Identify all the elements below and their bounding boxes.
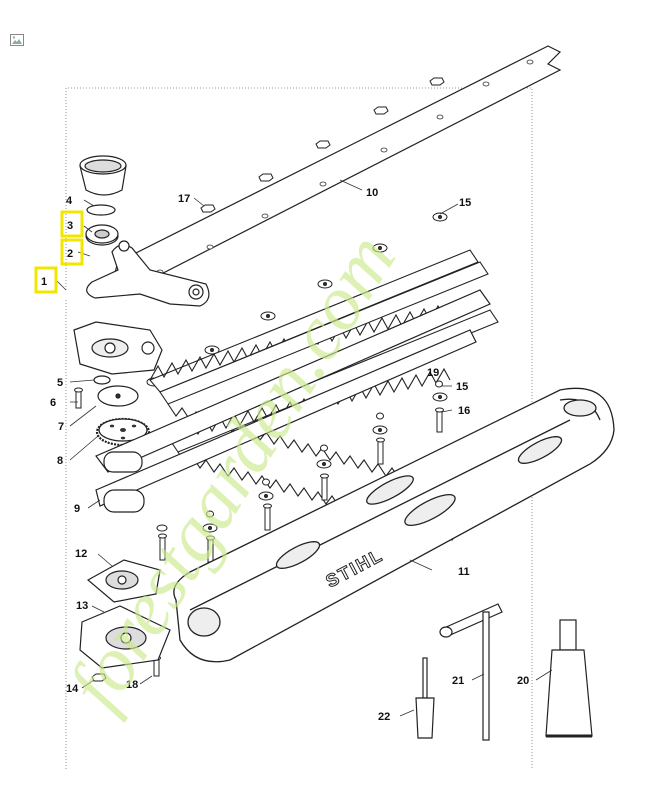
part-label-18: 18 [126,679,138,691]
part-label-7: 7 [58,421,64,433]
part-label-21: 21 [452,675,464,687]
ball-bearing [85,224,130,252]
cup-part [79,155,127,196]
highlight-boxes [34,210,84,294]
t-wrench [439,603,503,741]
gearbox-cover [86,559,161,603]
lower-housing [79,605,171,669]
lock-nut [91,673,107,682]
guide-plate [95,289,491,513]
retaining-ring [86,204,116,216]
grease-tube [545,619,593,738]
part-label-20: 20 [517,675,529,687]
small-washers [146,212,448,533]
part-label-10: 10 [366,187,378,199]
part-label-9: 9 [74,503,80,515]
part-label-3: 3 [67,220,73,232]
part-label-15: 15 [456,381,468,393]
part-label-5: 5 [57,377,63,389]
part-label-6: 6 [50,397,56,409]
part-label-22: 22 [378,711,390,723]
part-label-19: 19 [427,367,439,379]
hex-nuts [200,77,445,213]
part-label-16: 16 [458,405,470,417]
part-label-8: 8 [57,455,63,467]
part-label-11: 11 [458,566,470,578]
part-label-4: 4 [66,195,73,207]
part-label-2: 2 [67,248,73,260]
part-label-1: 1 [41,276,47,288]
drive-bar [109,45,562,291]
part-label-13: 13 [76,600,88,612]
gearbox [73,321,163,375]
screwdriver [415,657,435,739]
part-label-15: 15 [459,197,471,209]
part-label-12: 12 [75,548,87,560]
washer-disk [97,385,139,407]
screws [74,380,444,677]
spacer-ring [93,375,111,385]
part-label-14: 14 [66,683,79,695]
part-label-17: 17 [178,193,190,205]
broken-image-icon [10,34,24,46]
leader-lines [55,179,553,717]
